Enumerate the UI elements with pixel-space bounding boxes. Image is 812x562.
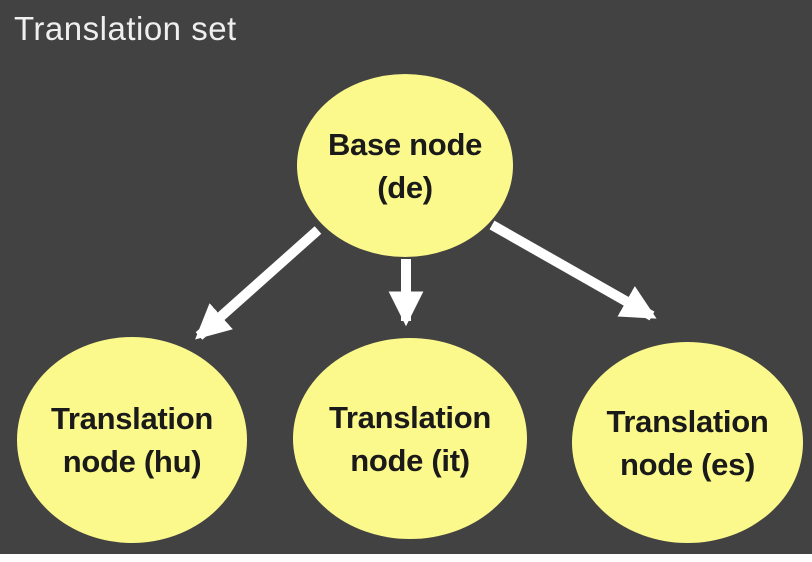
node-translation-es: Translation node (es) <box>572 342 803 543</box>
node-label-line1: Translation <box>50 401 214 436</box>
diagram-title: Translation set <box>14 10 237 47</box>
node-translation-hu: Translation node (hu) <box>17 337 247 543</box>
node-label-line2: node (it) <box>350 442 470 478</box>
arrow-base-to-es <box>489 220 657 321</box>
node-label-line1: Translation <box>606 403 769 439</box>
node-label-line1: Translation <box>328 399 492 435</box>
arrow-base-to-hu <box>195 226 322 340</box>
node-label-line1: Base node <box>327 126 483 162</box>
node-label-line2: (de) <box>377 169 433 205</box>
node-base-de: Base node (de) <box>297 74 513 257</box>
node-translation-it: Translation node (it) <box>293 338 527 539</box>
node-label-line2: node (hu) <box>62 444 202 479</box>
node-label-line2: node (es) <box>619 446 756 482</box>
